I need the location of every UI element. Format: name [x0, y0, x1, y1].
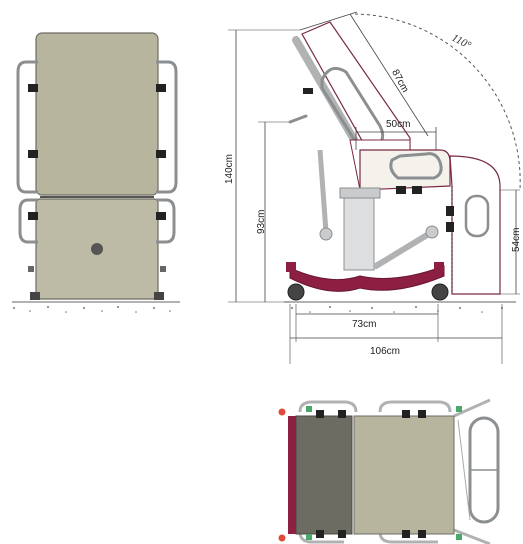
front-left-armrest [16, 60, 38, 244]
overall-length-label: 106cm [370, 346, 400, 357]
side-ground-dots [291, 306, 503, 313]
top-clamps [316, 410, 426, 538]
front-wheel [431, 283, 449, 301]
rear-wheel [287, 283, 305, 301]
top-green-caps [306, 406, 462, 540]
legrest-outline [449, 155, 501, 295]
recline-angle-label: 110° [450, 32, 474, 52]
top-rails [298, 398, 491, 544]
side-view: 110° 87cm 50cm 54cm [224, 11, 522, 364]
seat-armrest [389, 152, 443, 180]
front-right-armrest [156, 60, 178, 244]
recline-arc [354, 13, 521, 191]
legrest-actuator [373, 229, 435, 269]
top-backrest [295, 415, 353, 535]
top-red-dot-upper [278, 408, 286, 416]
seat-outline [359, 149, 451, 191]
seat-depth-label: 50cm [386, 119, 410, 130]
ground-dots [13, 306, 171, 313]
top-seat [353, 415, 455, 535]
top-view [278, 398, 500, 544]
backrest-clamp [303, 88, 313, 94]
seat-height-label: 93cm [256, 210, 267, 234]
front-casters [28, 266, 166, 300]
side-clamps [396, 186, 454, 232]
front-backrest [35, 32, 159, 196]
top-red-dot-lower [278, 534, 286, 542]
front-view [12, 32, 180, 313]
front-rail-clamps [28, 84, 166, 220]
legrest-handle [464, 194, 490, 238]
front-center-knob [91, 243, 103, 255]
base-length-label: 73cm [352, 319, 376, 330]
backrest-length-label: 87cm [389, 68, 410, 95]
backrest-ref-line [299, 11, 358, 31]
lift-column [343, 195, 375, 271]
backrest-dim-line [349, 13, 429, 137]
chair-base [289, 265, 445, 292]
leg-height-label: 54cm [511, 228, 522, 252]
total-height-label: 140cm [224, 154, 235, 184]
